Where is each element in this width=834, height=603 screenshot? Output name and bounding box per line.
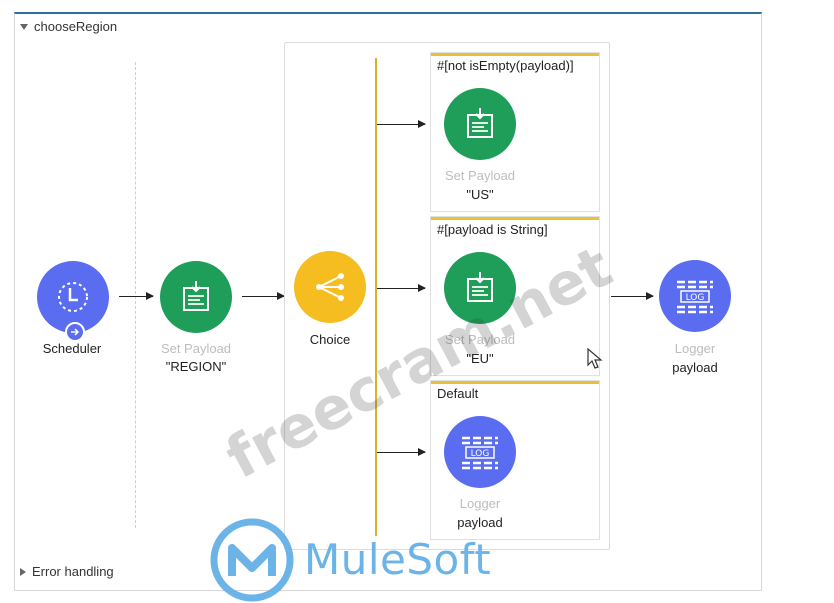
- logger-default-node[interactable]: LOG: [444, 416, 516, 488]
- logger-icon: LOG: [677, 280, 713, 314]
- route-arrow: [377, 448, 426, 456]
- error-handling-label: Error handling: [32, 564, 114, 579]
- mouse-cursor-icon: [587, 348, 603, 369]
- route-accent: [431, 53, 599, 56]
- logger-title: Logger: [674, 341, 716, 356]
- set-payload-region-node[interactable]: [160, 261, 232, 333]
- flow-name: chooseRegion: [34, 19, 118, 34]
- brand-name: MuleSoft: [304, 535, 492, 584]
- set-payload-region-value: "REGION": [165, 359, 227, 374]
- scheduler-node[interactable]: [37, 261, 109, 333]
- mulesoft-logo-icon: [210, 518, 294, 602]
- flow-header[interactable]: chooseRegion: [20, 19, 117, 34]
- choice-router-container: [284, 42, 610, 550]
- choice-label: Choice: [309, 332, 351, 347]
- logger-default-value: payload: [457, 515, 503, 530]
- choice-node[interactable]: [294, 251, 366, 323]
- route-condition: #[payload is String]: [437, 222, 548, 237]
- connector-arrow: [119, 292, 154, 300]
- error-handling-section[interactable]: Error handling: [20, 564, 114, 579]
- choice-icon: [316, 273, 344, 301]
- connector-arrow: [242, 292, 285, 300]
- route-accent: [431, 217, 599, 220]
- set-payload-region-title: Set Payload: [160, 341, 232, 356]
- route-arrow: [377, 284, 426, 292]
- logger-value: payload: [672, 360, 718, 375]
- set-payload-eu-node[interactable]: [444, 252, 516, 324]
- source-badge-icon: [65, 322, 85, 342]
- collapse-chevron-icon[interactable]: [20, 23, 28, 30]
- connector-arrow: [611, 292, 654, 300]
- route-accent: [431, 381, 599, 384]
- expand-chevron-icon[interactable]: [20, 567, 26, 576]
- choice-branch-line: [375, 58, 377, 536]
- set-payload-icon: [467, 272, 493, 302]
- logger-node[interactable]: LOG: [659, 260, 731, 332]
- logger-icon: LOG: [462, 436, 498, 470]
- scheduler-label: Scheduler: [42, 341, 102, 356]
- route-condition: #[not isEmpty(payload)]: [437, 58, 574, 73]
- svg-text:LOG: LOG: [471, 449, 490, 459]
- set-payload-eu-value: "EU": [466, 351, 494, 366]
- flow-canvas: [14, 12, 762, 591]
- set-payload-us-title: Set Payload: [444, 168, 516, 183]
- logger-default-title: Logger: [459, 496, 501, 511]
- set-payload-us-value: "US": [466, 187, 494, 202]
- source-divider: [135, 62, 136, 528]
- set-payload-eu-title: Set Payload: [444, 332, 516, 347]
- route-arrow: [377, 120, 426, 128]
- clock-icon: [58, 282, 88, 312]
- route-condition: Default: [437, 386, 479, 401]
- svg-text:LOG: LOG: [686, 293, 705, 303]
- set-payload-icon: [467, 108, 493, 138]
- set-payload-us-node[interactable]: [444, 88, 516, 160]
- set-payload-icon: [183, 281, 209, 311]
